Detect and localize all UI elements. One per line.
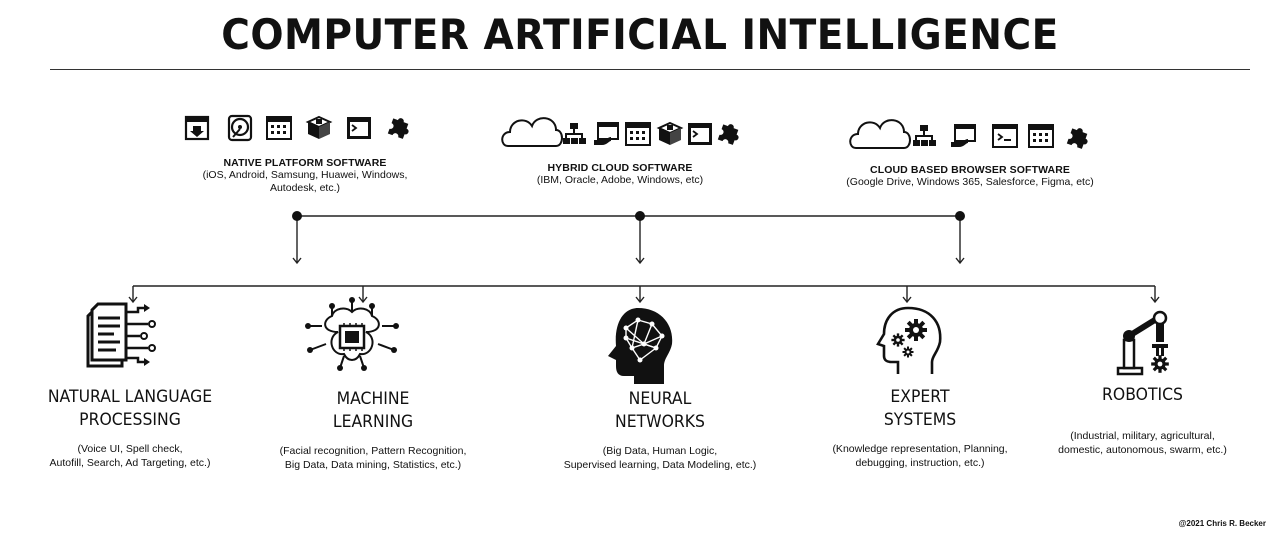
network-icon <box>913 125 936 146</box>
brain-chip-icon <box>305 297 399 371</box>
category-desc: (Knowledge representation, Planning, deb… <box>805 443 1035 470</box>
category-desc-line: Big Data, Data mining, Statistics, etc.) <box>284 458 462 471</box>
package-box-icon <box>307 116 331 140</box>
app-grid-window-icon <box>266 116 292 140</box>
terminal-icon <box>346 116 372 140</box>
category-desc: (Big Data, Human Logic, Supervised learn… <box>535 445 785 472</box>
terminal-icon <box>687 122 713 146</box>
document-network-icon <box>86 302 156 368</box>
app-grid-window-icon <box>625 122 651 146</box>
category-title-line: LEARNING <box>332 412 414 432</box>
cloud-icon <box>501 117 563 147</box>
category-title: MACHINE LEARNING <box>263 388 484 434</box>
browser-cloud-icons <box>849 119 1092 150</box>
category-machine-learning: MACHINE LEARNING (Facial recognition, Pa… <box>253 388 493 472</box>
category-title-line: PROCESSING <box>79 410 181 430</box>
head-network-icon <box>608 308 673 384</box>
connector-nodes <box>292 211 965 221</box>
head-gears-icon <box>876 306 942 374</box>
title-divider <box>50 69 1250 70</box>
category-title: ROBOTICS <box>1048 384 1237 407</box>
download-window-icon <box>184 115 210 141</box>
platform-desc-line: (IBM, Oracle, Adobe, Windows, etc) <box>536 174 704 186</box>
category-neural-networks: NEURAL NETWORKS (Big Data, Human Logic, … <box>535 388 785 472</box>
window-hand-icon <box>593 122 619 146</box>
platform-desc-line: (iOS, Android, Samsung, Huawei, Windows, <box>202 169 408 181</box>
connector-lines <box>132 215 1156 301</box>
app-grid-window-icon <box>1028 124 1054 148</box>
code-window-icon <box>992 124 1018 148</box>
category-desc-line: (Facial recognition, Pattern Recognition… <box>279 445 467 457</box>
cloud-icon <box>849 119 911 149</box>
connector-arrowheads <box>128 257 1160 304</box>
category-desc-line: Autofill, Search, Ad Targeting, etc.) <box>49 456 211 469</box>
category-expert-systems: EXPERT SYSTEMS (Knowledge representation… <box>805 386 1035 470</box>
hybrid-cloud-icons <box>501 117 743 147</box>
platform-hybrid-cloud: HYBRID CLOUD SOFTWARE (IBM, Oracle, Adob… <box>505 162 735 187</box>
category-desc-line: (Industrial, military, agricultural, <box>1070 430 1215 442</box>
category-title: NATURAL LANGUAGE PROCESSING <box>29 386 231 432</box>
category-desc-line: debugging, instruction, etc.) <box>855 456 985 469</box>
category-desc-line: Supervised learning, Data Modeling, etc.… <box>563 458 757 471</box>
category-desc-line: domestic, autonomous, swarm, etc.) <box>1058 443 1227 456</box>
category-title-line: NATURAL LANGUAGE <box>47 387 213 407</box>
platform-title: CLOUD BASED BROWSER SOFTWARE <box>870 164 1070 176</box>
category-title-line: ROBOTICS <box>1102 385 1183 405</box>
category-title-line: MACHINE <box>336 389 410 409</box>
platform-desc-line: (Google Drive, Windows 365, Salesforce, … <box>846 176 1094 188</box>
category-desc: (Voice UI, Spell check, Autofill, Search… <box>20 443 240 470</box>
robot-arm-icon <box>1116 310 1169 376</box>
window-hand-icon <box>950 124 976 148</box>
category-title-line: EXPERT <box>890 387 950 407</box>
native-platform-icons <box>184 114 413 142</box>
category-desc-line: (Big Data, Human Logic, <box>602 445 718 457</box>
platform-browser-cloud: CLOUD BASED BROWSER SOFTWARE (Google Dri… <box>820 164 1120 189</box>
platform-title: NATIVE PLATFORM SOFTWARE <box>223 157 387 169</box>
category-nlp: NATURAL LANGUAGE PROCESSING (Voice UI, S… <box>20 386 240 470</box>
puzzle-piece-icon <box>717 121 743 146</box>
puzzle-piece-icon <box>1066 125 1092 150</box>
copyright-credit: @2021 Chris R. Becker <box>1178 519 1266 528</box>
package-box-icon <box>658 122 682 146</box>
category-robotics: ROBOTICS (Industrial, military, agricult… <box>1040 384 1245 457</box>
category-title-line: NEURAL <box>628 389 692 409</box>
category-title: EXPERT SYSTEMS <box>814 386 1026 432</box>
hard-disk-icon <box>227 114 253 142</box>
category-desc: (Industrial, military, agricultural, dom… <box>1040 430 1245 457</box>
category-desc-line: (Voice UI, Spell check, <box>77 443 183 455</box>
category-title-line: SYSTEMS <box>883 410 957 430</box>
platform-native: NATIVE PLATFORM SOFTWARE (iOS, Android, … <box>190 157 420 195</box>
category-desc-line: (Knowledge representation, Planning, <box>832 443 1008 455</box>
network-icon <box>563 123 586 144</box>
platform-title: HYBRID CLOUD SOFTWARE <box>547 162 693 174</box>
category-desc: (Facial recognition, Pattern Recognition… <box>253 445 493 472</box>
category-title-line: NETWORKS <box>615 412 705 432</box>
platform-desc-line: Autodesk, etc.) <box>269 182 341 194</box>
puzzle-piece-icon <box>387 115 413 140</box>
category-title: NEURAL NETWORKS <box>545 388 775 434</box>
page-title: COMPUTER ARTIFICIAL INTELLIGENCE <box>221 10 1059 59</box>
